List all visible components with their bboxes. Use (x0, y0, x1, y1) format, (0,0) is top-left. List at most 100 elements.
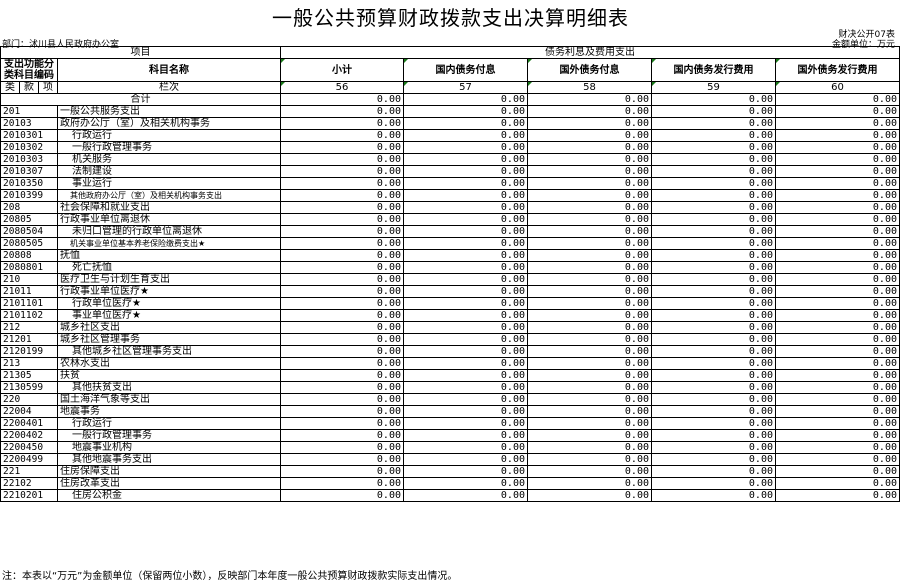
amount-cell: 0.00 (527, 465, 652, 478)
amount-cell: 0.00 (651, 417, 776, 430)
header-col-num: 57 (403, 81, 528, 94)
amount-cell: 0.00 (651, 489, 776, 502)
amount-cell: 0.00 (651, 465, 776, 478)
amount-cell: 0.00 (403, 429, 528, 442)
subject-name: 行政单位医疗★ (57, 297, 281, 310)
total-row: 合计 0.00 0.00 0.00 0.00 0.00 (0, 93, 900, 106)
amount-cell: 0.00 (527, 153, 652, 166)
subject-code: 2010303 (0, 153, 58, 166)
subject-code: 2200499 (0, 453, 58, 466)
amount-cell: 0.00 (403, 213, 528, 226)
header-lei: 类 (0, 81, 20, 94)
amount-cell: 0.00 (651, 129, 776, 142)
amount-cell: 0.00 (403, 165, 528, 178)
amount-cell: 0.00 (527, 129, 652, 142)
amount-cell: 0.00 (527, 213, 652, 226)
amount-cell: 0.00 (651, 141, 776, 154)
subject-code: 2210201 (0, 489, 58, 502)
amount-cell: 0.00 (527, 189, 652, 202)
subject-name: 未归口管理的行政单位离退休 (57, 225, 281, 238)
amount-cell: 0.00 (775, 441, 900, 454)
header-subject-name: 科目名称 (57, 58, 281, 82)
amount-cell: 0.00 (651, 405, 776, 418)
amount-cell: 0.00 (403, 117, 528, 130)
amount-cell: 0.00 (403, 261, 528, 274)
header-kuan: 款 (19, 81, 39, 94)
amount-cell: 0.00 (527, 477, 652, 490)
header-col-num: 56 (280, 81, 404, 94)
amount-cell: 0.00 (403, 177, 528, 190)
amount-cell: 0.00 (651, 369, 776, 382)
subject-name: 其他地震事务支出 (57, 453, 281, 466)
amount-cell: 0.00 (403, 153, 528, 166)
amount-cell: 0.00 (775, 309, 900, 322)
amount-cell: 0.00 (280, 285, 404, 298)
subject-name: 其他扶贫支出 (57, 381, 281, 394)
amount-cell: 0.00 (527, 309, 652, 322)
amount-cell: 0.00 (775, 357, 900, 370)
subject-code: 2101102 (0, 309, 58, 322)
amount-cell: 0.00 (527, 177, 652, 190)
amount-cell: 0.00 (403, 285, 528, 298)
subject-code: 221 (0, 465, 58, 478)
subject-name: 行政运行 (57, 129, 281, 142)
amount-cell: 0.00 (775, 237, 900, 250)
amount-cell: 0.00 (527, 429, 652, 442)
header-col-foreign-interest: 国外债务付息 (527, 58, 652, 82)
subject-name: 扶贫 (57, 369, 281, 382)
amount-cell: 0.00 (527, 261, 652, 274)
amount-cell: 0.00 (280, 165, 404, 178)
amount-cell: 0.00 (280, 345, 404, 358)
amount-cell: 0.00 (280, 213, 404, 226)
amount-cell: 0.00 (403, 345, 528, 358)
amount-cell: 0.00 (651, 309, 776, 322)
amount-cell: 0.00 (527, 489, 652, 502)
amount-cell: 0.00 (775, 129, 900, 142)
amount-cell: 0.00 (651, 225, 776, 238)
amount-cell: 0.00 (775, 405, 900, 418)
subject-name: 行政事业单位医疗★ (57, 285, 281, 298)
amount-cell: 0.00 (527, 273, 652, 286)
amount-cell: 0.00 (280, 189, 404, 202)
subject-name: 医疗卫生与计划生育支出 (57, 273, 281, 286)
amount-cell: 0.00 (775, 213, 900, 226)
amount-cell: 0.00 (775, 429, 900, 442)
amount-cell: 0.00 (280, 369, 404, 382)
amount-cell: 0.00 (651, 477, 776, 490)
subject-code: 2080504 (0, 225, 58, 238)
amount-cell: 0.00 (280, 273, 404, 286)
amount-cell: 0.00 (403, 477, 528, 490)
subject-name: 行政运行 (57, 417, 281, 430)
detail-table: 项目 债务利息及费用支出 支出功能分类科目编码 科目名称 小计 国内债务付息 国… (0, 46, 900, 502)
amount-cell: 0.00 (651, 117, 776, 130)
subject-name: 城乡社区管理事务 (57, 333, 281, 346)
amount-cell: 0.00 (280, 393, 404, 406)
subject-name: 住房保障支出 (57, 465, 281, 478)
amount-cell: 0.00 (775, 345, 900, 358)
subject-code: 220 (0, 393, 58, 406)
amount-cell: 0.00 (280, 153, 404, 166)
subject-name: 一般行政管理事务 (57, 429, 281, 442)
subject-name: 政府办公厅（室）及相关机构事务 (57, 117, 281, 130)
total-value: 0.00 (527, 93, 652, 106)
amount-cell: 0.00 (651, 453, 776, 466)
amount-cell: 0.00 (651, 153, 776, 166)
amount-cell: 0.00 (403, 333, 528, 346)
amount-cell: 0.00 (527, 417, 652, 430)
amount-cell: 0.00 (775, 369, 900, 382)
subject-code: 2120199 (0, 345, 58, 358)
amount-cell: 0.00 (280, 225, 404, 238)
subject-code: 2080505 (0, 237, 58, 250)
subject-code: 2010307 (0, 165, 58, 178)
amount-cell: 0.00 (651, 321, 776, 334)
department-label: 部门：沭川县人民政府办公室 (2, 40, 120, 50)
